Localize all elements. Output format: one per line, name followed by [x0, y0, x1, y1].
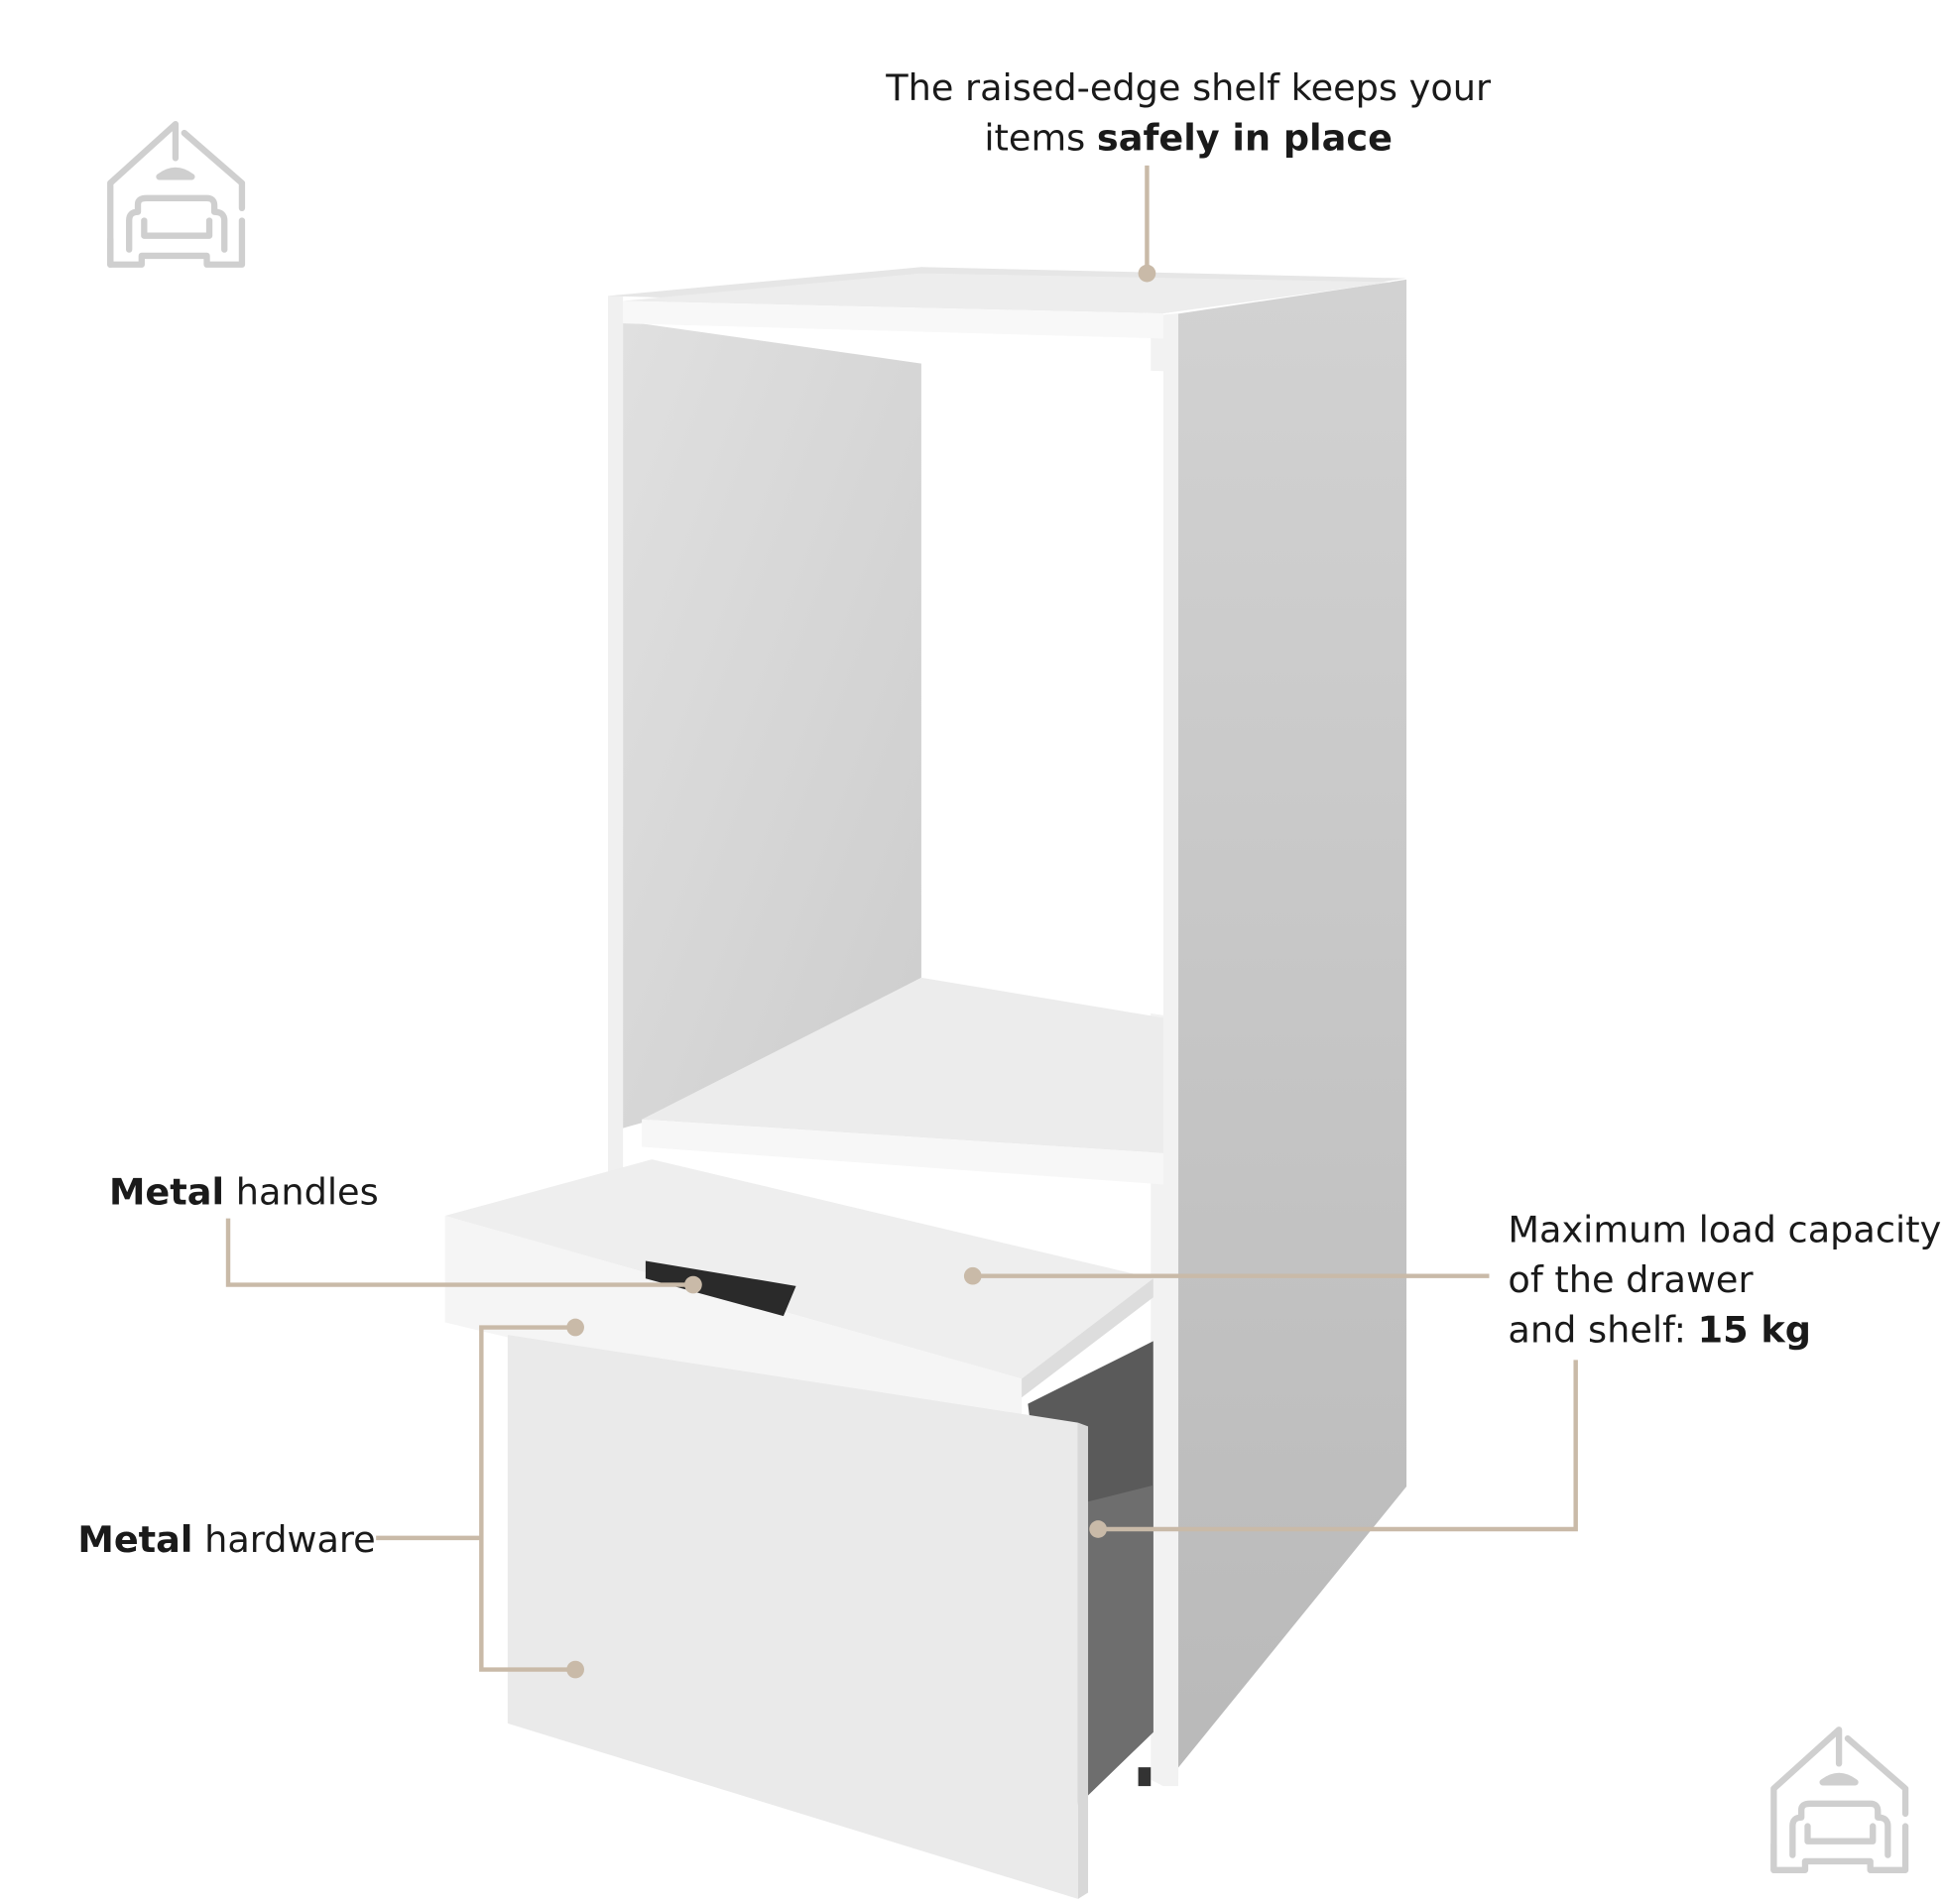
load-callout-line3: and shelf: 15 kg — [1508, 1309, 1811, 1352]
hardware-callout: Metal hardware — [77, 1518, 375, 1561]
shelf-callout-line1: The raised-edge shelf keeps your — [885, 66, 1492, 109]
callout-lines — [225, 165, 1578, 1679]
load-callout-line1: Maximum load capacity — [1508, 1209, 1941, 1251]
shelf-callout-line2: items safely in place — [984, 117, 1393, 160]
handles-callout: Metal handles — [109, 1171, 379, 1214]
house-sofa-logo-icon — [1773, 1729, 1905, 1870]
load-callout-line2: of the drawer — [1508, 1258, 1754, 1301]
metal-handle — [645, 1260, 796, 1317]
house-sofa-logo-icon — [110, 124, 242, 265]
cabinet-illustration — [444, 267, 1407, 1899]
